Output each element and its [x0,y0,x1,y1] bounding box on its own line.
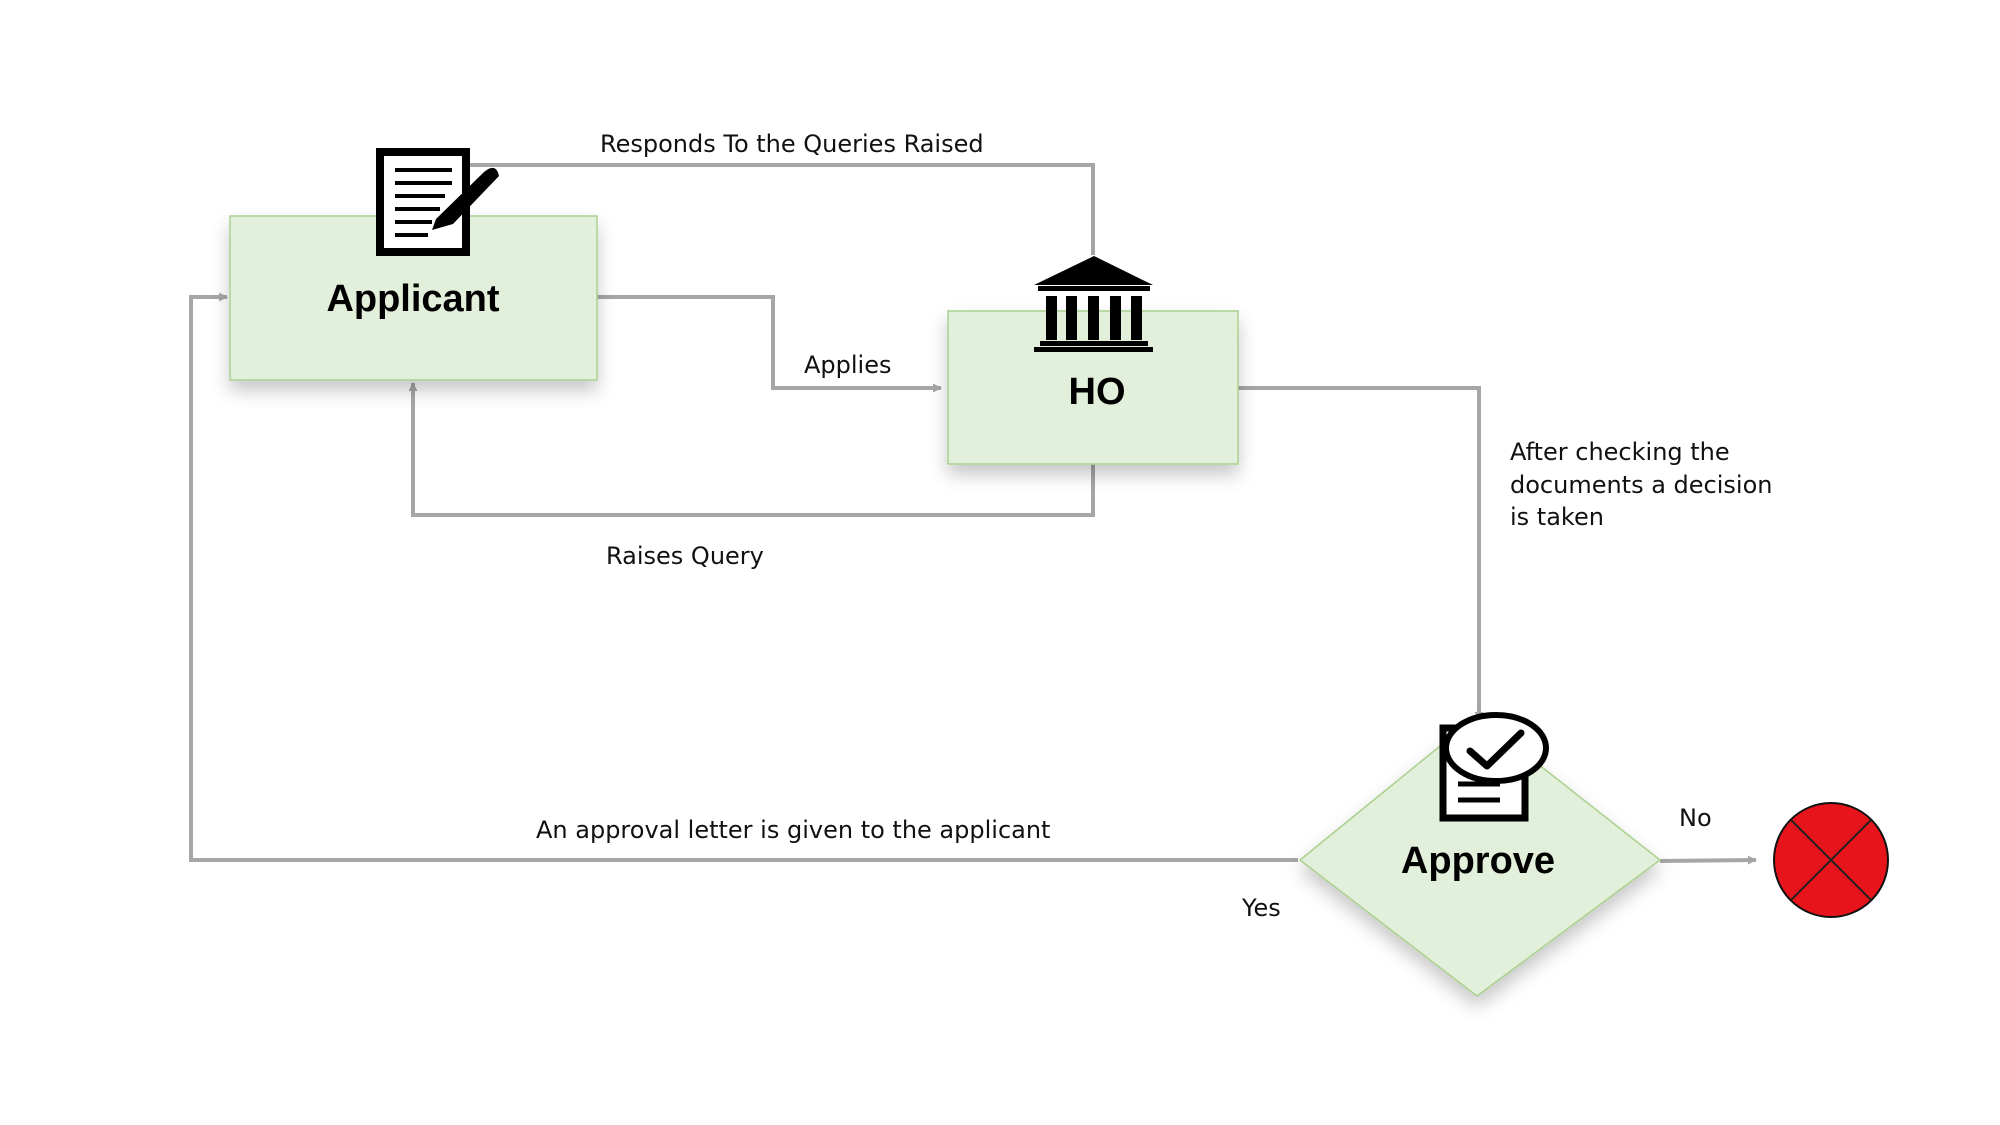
responds-connector [465,163,1095,255]
decision-label-line-1: After checking the [1510,438,1730,466]
document-pen-icon [376,148,499,256]
no-label: No [1679,804,1712,832]
approve-label: Approve [1401,840,1555,882]
yes-label: Yes [1241,894,1281,922]
raises-query-label: Raises Query [606,542,764,570]
applicant-label: Applicant [326,278,499,320]
decision-label-line-3: is taken [1510,503,1604,531]
decision-connector [1238,386,1484,721]
document-checkmark-icon [1439,712,1549,822]
approve-decision-node: Approve [1298,715,1662,997]
approval-letter-label: An approval letter is given to the appli… [536,816,1050,844]
ho-label: HO [1069,371,1126,413]
government-building-icon [1034,256,1153,352]
applies-connector [597,295,942,393]
reject-end-node [1773,802,1889,918]
applies-label: Applies [804,351,892,379]
responds-label: Responds To the Queries Raised [600,130,984,158]
approval-letter-connector [189,292,1298,862]
red-x-circle-icon [1790,819,1872,901]
raises-query-connector [408,382,1095,517]
decision-label-line-2: documents a decision [1510,471,1773,499]
no-connector [1659,855,1757,865]
